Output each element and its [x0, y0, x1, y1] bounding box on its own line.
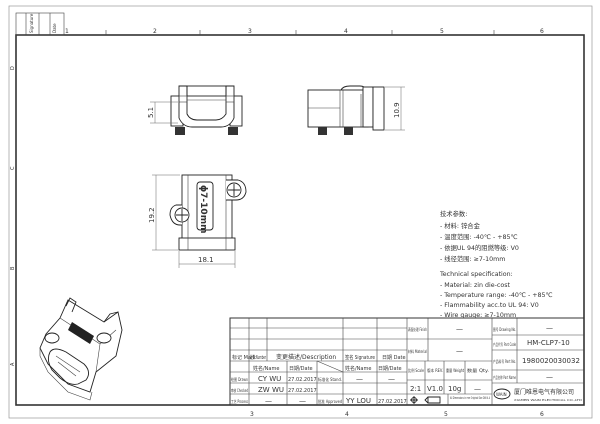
stamp-signature: Signature	[29, 13, 34, 33]
weight-label: 重量 Weight	[446, 367, 464, 373]
dimension-top-width: 18.1	[198, 256, 214, 264]
zone-number: 3	[250, 411, 254, 418]
screw-icon	[318, 127, 327, 135]
zone-number: 6	[540, 28, 544, 35]
top-view: ϕ7-10mm 19.2 18.1	[148, 174, 247, 268]
dimension-top-height: 19.2	[148, 207, 156, 223]
spec-line-cn: - 材料: 锌合金	[440, 221, 481, 230]
stand-name: —	[356, 375, 363, 383]
zone-number: 6	[540, 411, 544, 418]
approved-name: YY LOU	[345, 397, 371, 405]
technical-specification: 技术参数: - 材料: 锌合金 - 温度范围: -40℃ - +85℃ - 依据…	[439, 209, 553, 319]
part-no-label: 产品料号 Part No.	[493, 358, 516, 364]
date-header: 日期/Date	[289, 366, 313, 372]
scale-label: 比例 Scale	[408, 367, 424, 373]
spec-line-en: - Temperature range: -40℃ - +85℃	[440, 292, 553, 299]
zone-letter: D	[10, 66, 16, 70]
finish-label: 表面处理 Finish	[408, 326, 427, 332]
qty-label: 数量 Qty.	[467, 367, 489, 373]
screw-head-icon	[96, 332, 112, 344]
zone-number: 3	[248, 28, 252, 35]
screw-icon	[175, 127, 185, 135]
name-header: 姓名/Name	[253, 365, 279, 372]
weight-value: 10g	[448, 385, 461, 393]
process-date: —	[299, 397, 306, 405]
corner-stamp: Signature Date	[15, 12, 65, 36]
dimensions-note: All Dimensions in mm Original Size DIN A…	[450, 396, 490, 400]
part-code-value: HM-CLP7-10	[527, 339, 570, 347]
material-value: —	[456, 347, 463, 355]
zone-number: 1	[65, 28, 69, 35]
description-header: 变更描述/Description	[276, 353, 336, 361]
zone-number: 4	[345, 411, 349, 418]
dimension-side-height: 10.9	[393, 102, 401, 118]
part-name-value: —	[546, 373, 553, 381]
spec-line-en: - Wire gauge: ≥7-10mm	[440, 312, 516, 319]
drawn-label: 绘图 Drawn	[231, 376, 248, 382]
company-logo: WAIN	[493, 388, 511, 400]
screw-head-icon	[44, 332, 60, 344]
date-header: 日期 Date	[382, 355, 406, 361]
rev-label: 版本 REV.	[427, 367, 443, 373]
finish-value: —	[456, 325, 463, 333]
zone-number: 2	[153, 28, 157, 35]
company-name-cn: 厦门唯恩电气有限公司	[514, 388, 574, 396]
name-header: 姓名/Name	[345, 365, 371, 372]
zone-markers: 1 2 3 4 5 6 3 4 5 6 D C B A	[10, 28, 544, 418]
drawing-no-value: —	[546, 324, 553, 332]
zone-letter: C	[10, 166, 16, 170]
process-label: 工艺 Process	[231, 399, 248, 404]
drawn-name: CY WU	[258, 375, 281, 383]
logo-text: WAIN	[496, 392, 507, 397]
front-view: 5.1	[147, 85, 243, 135]
drawing-no-label: 图号 Drawing No.	[493, 326, 516, 332]
spec-line-cn: - 线径范围: ≥7-10mm	[440, 254, 505, 263]
checked-label: 审核 Checked	[231, 387, 248, 393]
qty-value: —	[474, 385, 481, 393]
dimension-front-height: 5.1	[147, 107, 155, 118]
stand-label: 标准化 Stand.	[318, 376, 342, 382]
outer-border	[8, 5, 593, 419]
zone-number: 5	[444, 411, 448, 418]
zone-number: 4	[344, 28, 348, 35]
part-name-label: 产品名称 Part Name	[493, 374, 516, 380]
scale-value: 2:1	[410, 385, 421, 393]
company-name-en: XIAMEN WAIN ELECTRICAL CO.,LTD	[514, 398, 583, 402]
material-label: 材料 Material	[408, 348, 427, 354]
zone-letter: A	[10, 362, 16, 366]
checked-name: ZW WU	[258, 386, 284, 394]
approved-label: 批准 Approved	[318, 398, 342, 404]
date-header: 日期/Date	[378, 366, 402, 372]
isometric-view	[39, 297, 123, 401]
spec-title-en: Technical specification:	[439, 271, 513, 278]
drawn-date: 27.02.2017	[288, 377, 317, 383]
rev-value: V1.0	[427, 385, 443, 393]
stamp-date: Date	[52, 23, 57, 33]
screw-icon	[344, 127, 353, 135]
cable-range-label: ϕ7-10mm	[198, 185, 208, 233]
signature-header: 签名 Signature	[345, 354, 375, 361]
spec-line-cn: - 依据UL 94的阻燃等级: V0	[440, 243, 519, 252]
mark-header: 标记 Mark	[232, 354, 256, 361]
spec-line-cn: - 温度范围: -40℃ - +85℃	[440, 232, 518, 241]
stand-date: —	[388, 375, 395, 383]
spec-line-en: - Material: zin die-cost	[440, 282, 511, 289]
process-name: —	[265, 397, 272, 405]
side-view: 10.9	[307, 85, 405, 135]
screw-icon	[228, 127, 238, 135]
zone-number: 5	[440, 28, 444, 35]
part-code-label: 产品代号 Part Code	[493, 341, 516, 347]
spec-line-en: - Flammability acc.to UL 94: V0	[440, 302, 539, 309]
projection-symbol-icon	[410, 396, 441, 404]
number-header: 处数 Number	[250, 354, 266, 361]
checked-date: 27.02.2017	[288, 388, 317, 394]
zone-letter: B	[10, 266, 16, 270]
title-block: 标记 Mark 处数 Number 变更描述/Description 签名 Si…	[229, 317, 585, 406]
approved-date: 27.02.2017	[378, 399, 407, 405]
part-no-value: 1980020030032	[522, 357, 580, 365]
spec-title-cn: 技术参数:	[440, 209, 467, 218]
